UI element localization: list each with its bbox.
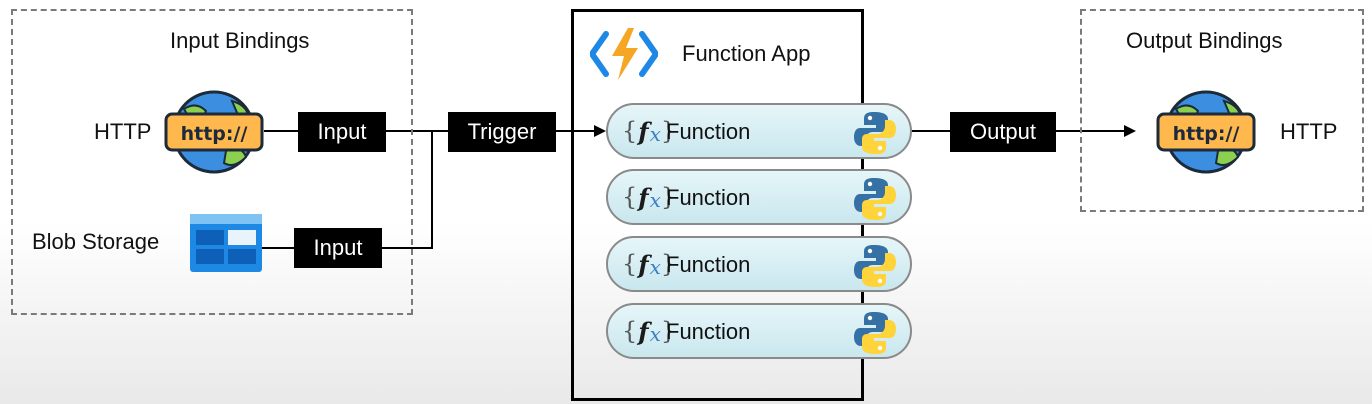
function-label: Function bbox=[666, 185, 751, 210]
http-badge-text: http:// bbox=[181, 123, 248, 145]
output-bindings-box bbox=[1080, 9, 1364, 212]
python-icon bbox=[854, 178, 896, 220]
http-input-label: HTTP bbox=[94, 119, 152, 144]
output-bindings-title: Output Bindings bbox=[1126, 28, 1283, 53]
output-tag: Output bbox=[950, 112, 1056, 152]
azure-functions-icon bbox=[590, 28, 658, 80]
function-label: Function bbox=[666, 319, 751, 344]
input-bindings-box bbox=[11, 9, 413, 315]
http-globe-icon: http:// bbox=[164, 90, 264, 174]
http-output-label: HTTP bbox=[1280, 119, 1338, 144]
python-icon bbox=[854, 112, 896, 154]
function-app-title: Function App bbox=[682, 41, 811, 66]
blob-input-tag: Input bbox=[294, 228, 382, 268]
http-input-tag: Input bbox=[298, 112, 386, 152]
function-label: Function bbox=[666, 252, 751, 277]
function-label: Function bbox=[666, 119, 751, 144]
python-icon bbox=[854, 245, 896, 287]
python-icon bbox=[854, 312, 896, 354]
http-globe-icon: http:// bbox=[1156, 90, 1256, 174]
trigger-tag: Trigger bbox=[448, 112, 556, 152]
blob-storage-icon bbox=[190, 214, 262, 272]
http-badge-text: http:// bbox=[1173, 123, 1240, 145]
input-bindings-title: Input Bindings bbox=[170, 28, 310, 53]
blob-storage-label: Blob Storage bbox=[32, 229, 160, 254]
